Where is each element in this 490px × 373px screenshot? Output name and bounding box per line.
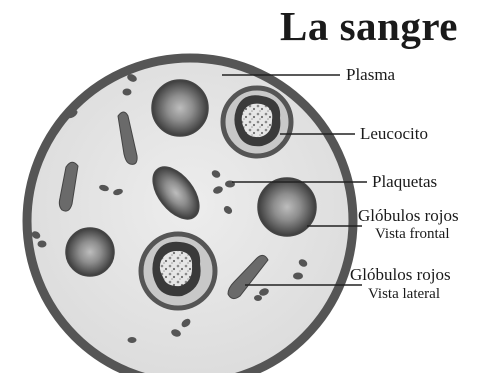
leukocyte bbox=[223, 88, 291, 156]
red-blood-cell-frontal bbox=[258, 178, 316, 236]
red-blood-cell-frontal bbox=[66, 228, 114, 276]
label-leucocito: Leucocito bbox=[360, 125, 428, 142]
label-vista-lateral: Vista lateral bbox=[368, 287, 440, 302]
leukocyte bbox=[141, 234, 215, 308]
label-plaquetas: Plaquetas bbox=[372, 173, 437, 190]
label-globulos-rojos-lateral: Glóbulos rojos bbox=[350, 266, 451, 283]
red-blood-cell-frontal bbox=[152, 80, 208, 136]
label-plasma: Plasma bbox=[346, 66, 395, 83]
label-vista-frontal: Vista frontal bbox=[375, 227, 450, 242]
label-globulos-rojos-frontal: Glóbulos rojos bbox=[358, 207, 459, 224]
